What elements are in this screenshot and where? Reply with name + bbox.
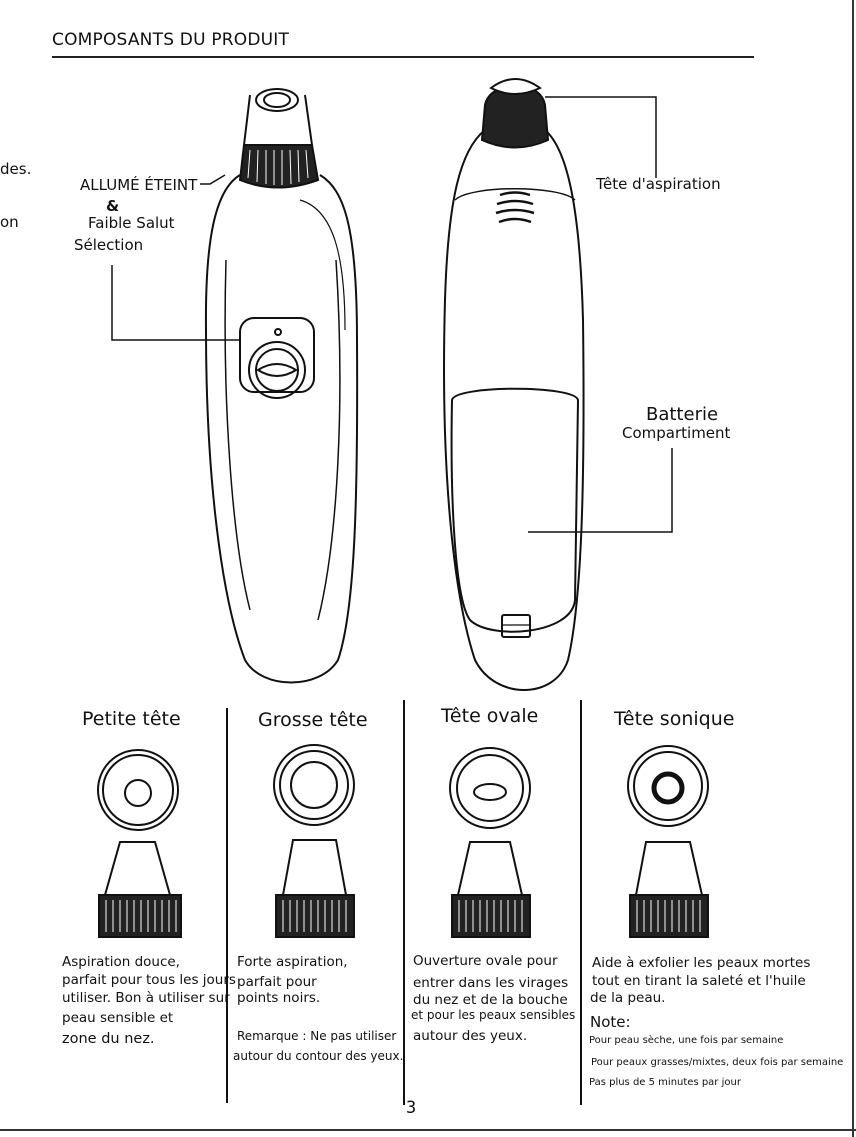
callout-power-line3: Faible Salut xyxy=(88,214,175,232)
desc-petite-3: utiliser. Bon à utiliser sur xyxy=(62,990,230,1006)
head-name-ovale: Tête ovale xyxy=(441,705,539,727)
page-title: COMPOSANTS DU PRODUIT xyxy=(52,30,290,50)
callout-power-line1: ALLUMÉ ÉTEINT xyxy=(80,176,198,194)
desc-ovale-3: du nez et de la bouche xyxy=(413,992,568,1008)
desc-ovale-5: autour des yeux. xyxy=(413,1028,528,1044)
desc-petite-5: zone du nez. xyxy=(62,1031,155,1047)
desc-petite-4: peau sensible et xyxy=(62,1010,174,1026)
note-sonique-1: Pour peau sèche, une fois par semaine xyxy=(589,1035,784,1046)
column-divider-1 xyxy=(226,708,228,1103)
head-name-grosse: Grosse tête xyxy=(258,709,368,731)
page-number: 3 xyxy=(406,1098,417,1118)
desc-sonique-3: de la peau. xyxy=(590,990,666,1006)
desc-ovale-1: Ouverture ovale pour xyxy=(413,953,558,969)
note-grosse-1: Remarque : Ne pas utiliser xyxy=(237,1029,397,1043)
note-sonique-label: Note: xyxy=(590,1013,631,1031)
callout-suction-head: Tête d'aspiration xyxy=(596,175,721,193)
title-rule xyxy=(52,56,754,58)
page-frame-bottom xyxy=(0,1129,856,1131)
head-name-petite: Petite tête xyxy=(82,708,181,730)
desc-grosse-3: points noirs. xyxy=(237,990,321,1006)
desc-grosse-2: parfait pour xyxy=(237,974,317,990)
note-grosse-2: autour du contour des yeux. xyxy=(233,1049,404,1063)
callout-power-line4: Sélection xyxy=(74,236,144,254)
note-sonique-3: Pas plus de 5 minutes par jour xyxy=(589,1077,741,1088)
column-divider-3 xyxy=(580,700,582,1105)
callout-power-line2: & xyxy=(106,197,120,215)
desc-ovale-2: entrer dans les virages xyxy=(413,975,569,991)
callout-battery-line1: Batterie xyxy=(646,404,719,425)
column-divider-2 xyxy=(403,700,405,1105)
cutoff-text-1: des. xyxy=(0,160,32,178)
desc-grosse-1: Forte aspiration, xyxy=(237,954,348,970)
desc-sonique-1: Aide à exfolier les peaux mortes xyxy=(592,955,811,971)
note-sonique-2: Pour peaux grasses/mixtes, deux fois par… xyxy=(591,1057,844,1068)
head-name-sonique: Tête sonique xyxy=(614,708,735,730)
page-frame-right xyxy=(852,0,854,1137)
desc-petite-2: parfait pour tous les jours xyxy=(62,972,236,988)
desc-ovale-4: et pour les peaux sensibles xyxy=(411,1008,576,1022)
callout-battery-line2: Compartiment xyxy=(622,424,731,442)
cutoff-text-2: on xyxy=(0,213,19,231)
desc-petite-1: Aspiration douce, xyxy=(62,954,180,970)
desc-sonique-2: tout en tirant la saleté et l'huile xyxy=(592,973,806,989)
